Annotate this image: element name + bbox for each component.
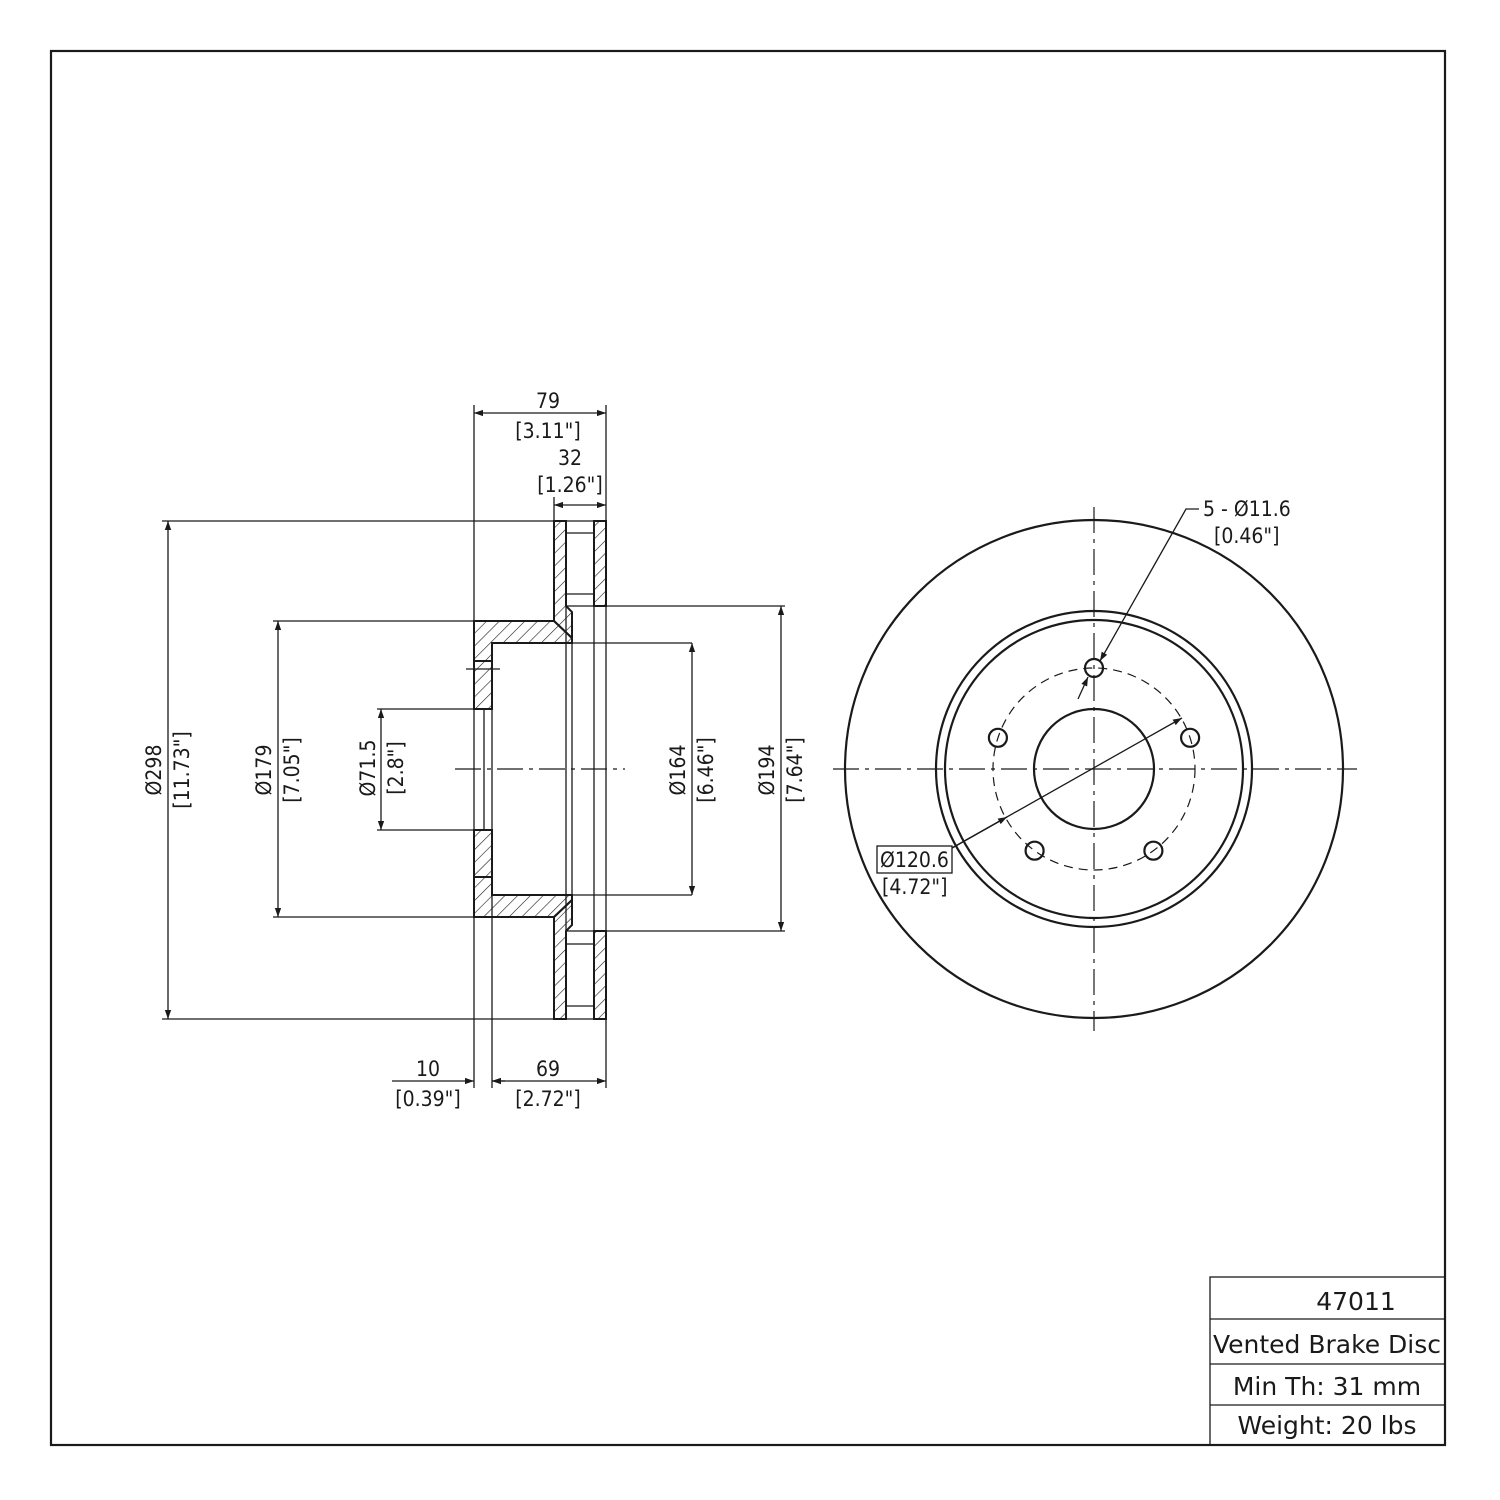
dim-69-mm: 69 xyxy=(536,1057,560,1081)
dim-298-mm: Ø298 xyxy=(142,745,166,796)
bolt-hole xyxy=(1083,657,1105,679)
part-number: 47011 xyxy=(1316,1287,1396,1316)
dim-69-in: [2.72"] xyxy=(515,1087,580,1111)
dim-194-mm: Ø194 xyxy=(755,745,779,796)
bolt-hole-label-mm: 5 - Ø11.6 xyxy=(1203,497,1291,521)
dim-32-in: [1.26"] xyxy=(537,473,602,497)
bolt-hole xyxy=(1024,840,1045,861)
inner-friction-plate-bottom xyxy=(553,897,573,1020)
hat-inner-edge xyxy=(943,618,1245,920)
bolt-circle-label-in: [4.72"] xyxy=(882,875,947,899)
dim-79-in: [3.11"] xyxy=(515,419,580,443)
weight: Weight: 20 lbs xyxy=(1237,1411,1416,1440)
title-block-frame xyxy=(1209,1276,1446,1446)
dim-10-in: [0.39"] xyxy=(395,1087,460,1111)
bolt-hole xyxy=(987,727,1009,748)
hat-outer-edge xyxy=(934,609,1254,929)
dim-715-mm: Ø71.5 xyxy=(356,740,380,797)
title-block: 47011 Vented Brake Disc Min Th: 31 mm We… xyxy=(1209,1276,1446,1446)
bolt-hole xyxy=(1179,727,1201,748)
dim-179-in: [7.05"] xyxy=(280,737,304,802)
dim-164-mm: Ø164 xyxy=(666,745,690,796)
dim-298-in: [11.73"] xyxy=(170,731,194,809)
bolt-hole-leader-tail xyxy=(1077,676,1089,700)
dim-179-mm: Ø179 xyxy=(252,745,276,796)
dim-32-mm: 32 xyxy=(558,446,582,470)
part-description: Vented Brake Disc xyxy=(1213,1330,1441,1359)
dim-715-in: [2.8"] xyxy=(384,741,408,794)
min-thickness: Min Th: 31 mm xyxy=(1233,1372,1421,1401)
dim-79-mm: 79 xyxy=(536,389,560,413)
hat-section-top xyxy=(473,620,573,662)
bolt-circle-label-box xyxy=(876,845,953,874)
hat-face-bottom xyxy=(473,829,493,878)
dim-10-mm: 10 xyxy=(416,1057,440,1081)
side-section-view: 79 [3.11"] 32 [1.26"] Ø298 [11.73"] Ø179… xyxy=(142,389,807,1111)
bolt-hole-leader xyxy=(1099,508,1199,662)
front-view: 5 - Ø11.6 [0.46"] Ø120.6 [4.72"] xyxy=(833,497,1357,1031)
drawing-border xyxy=(49,49,1447,1447)
bolt-circle xyxy=(992,667,1196,871)
rotor-outer-edge xyxy=(843,518,1345,1020)
dim-164-in: [6.46"] xyxy=(694,737,718,802)
center-bore xyxy=(1032,707,1156,831)
bolt-circle-leader-b xyxy=(951,816,1008,849)
inner-friction-plate-top xyxy=(553,520,573,641)
outer-friction-plate-bottom xyxy=(593,930,607,1020)
hat-section-bottom xyxy=(473,876,573,918)
outer-friction-plate-top xyxy=(593,520,607,607)
bolt-hole-label-in: [0.46"] xyxy=(1214,524,1279,548)
bolt-circle-label-mm: Ø120.6 xyxy=(880,848,949,872)
dim-194-in: [7.64"] xyxy=(783,737,807,802)
bolt-holes xyxy=(987,657,1201,861)
bolt-hole xyxy=(1143,840,1164,861)
hat-face-top xyxy=(473,660,493,710)
